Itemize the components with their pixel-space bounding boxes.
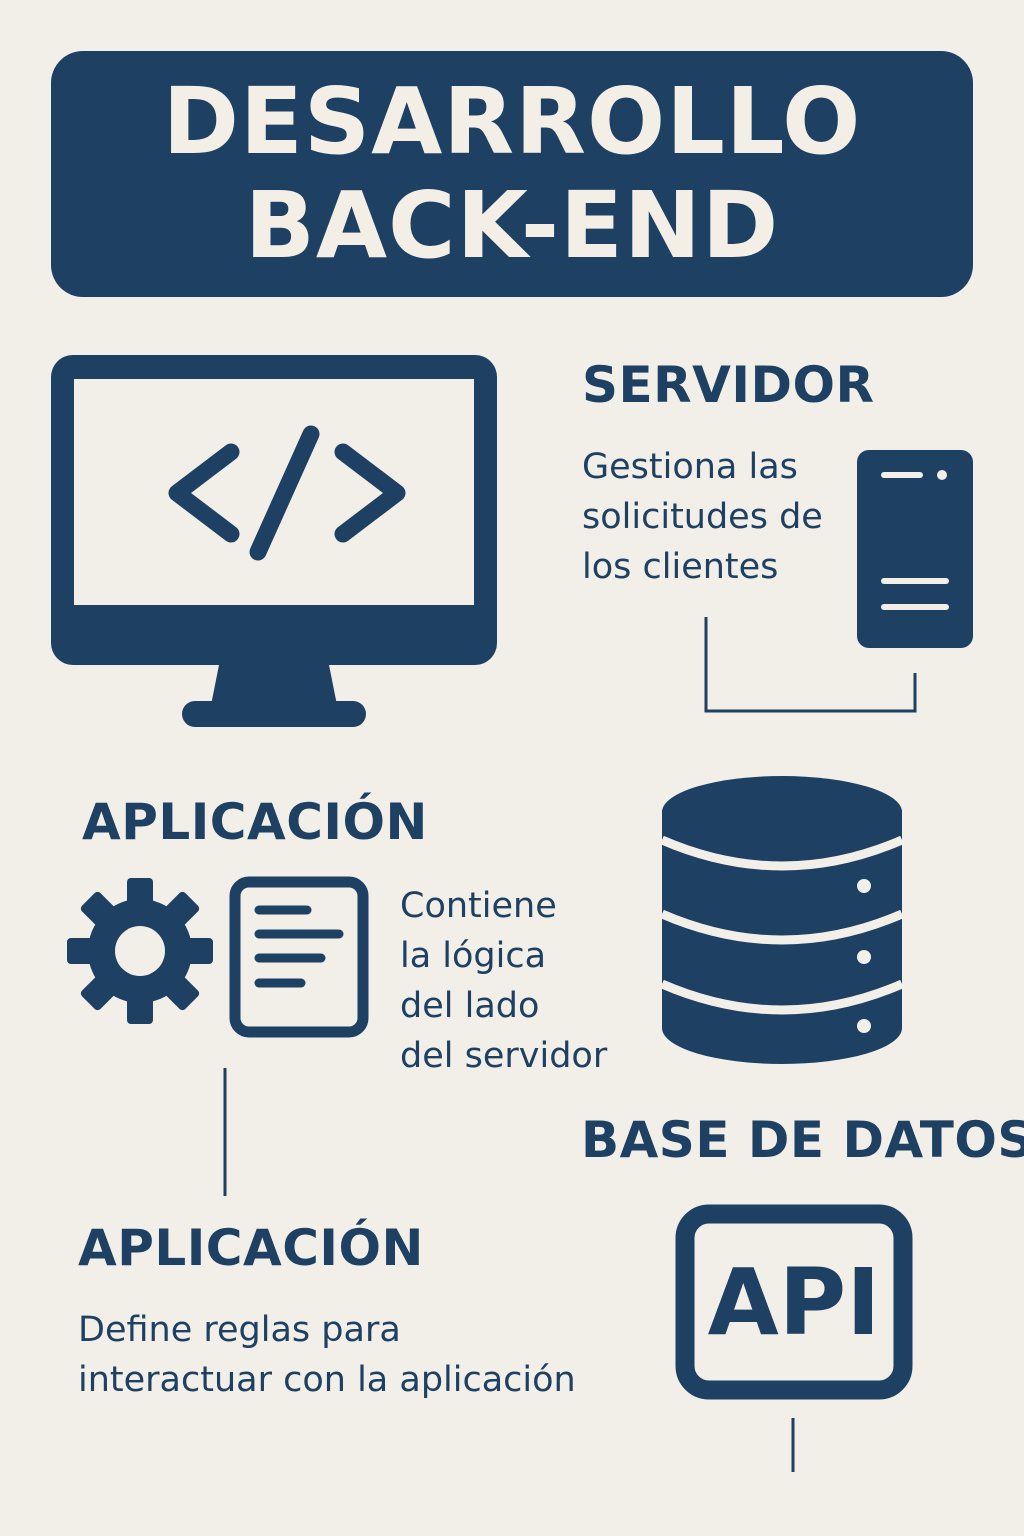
servidor-description-line: los clientes [582,547,779,587]
document-icon [229,876,369,1038]
aplicacion-api-description: Define reglas para interactuar con la ap… [78,1305,638,1405]
aplicacion-connector [222,1068,228,1198]
gear-icon [66,877,214,1025]
aplicacion-api-description-line: interactuar con la aplicación [78,1360,576,1400]
aplicacion-api-description-line: Define reglas para [78,1310,401,1350]
aplicacion-logica-description: Contiene la lógica del lado del servidor [400,881,640,1081]
servidor-description-line: Gestiona las [582,447,798,487]
base-de-datos-heading: BASE DE DATOS [581,1111,1024,1169]
api-connector [790,1418,796,1474]
monitor-code-icon [51,355,497,729]
api-badge-icon: API [675,1204,913,1400]
servidor-connector [700,615,920,715]
aplicacion-logica-description-line: del servidor [400,1036,608,1076]
title-banner: DESARROLLO BACK-END [51,51,973,297]
aplicacion-logica-description-line: del lado [400,986,540,1026]
servidor-heading: SERVIDOR [582,356,875,414]
aplicacion-logica-heading: APLICACIÓN [82,793,428,851]
servidor-description: Gestiona las solicitudes de los clientes [582,442,862,592]
database-icon [660,776,904,1066]
aplicacion-logica-description-line: la lógica [400,936,547,976]
title-line-2: BACK-END [244,172,780,279]
api-badge-label: API [707,1248,881,1356]
servidor-description-line: solicitudes de [582,497,823,537]
server-tower-icon [857,450,973,648]
aplicacion-api-heading: APLICACIÓN [78,1219,424,1277]
title-line-1: DESARROLLO [162,68,862,175]
aplicacion-logica-description-line: Contiene [400,886,557,926]
